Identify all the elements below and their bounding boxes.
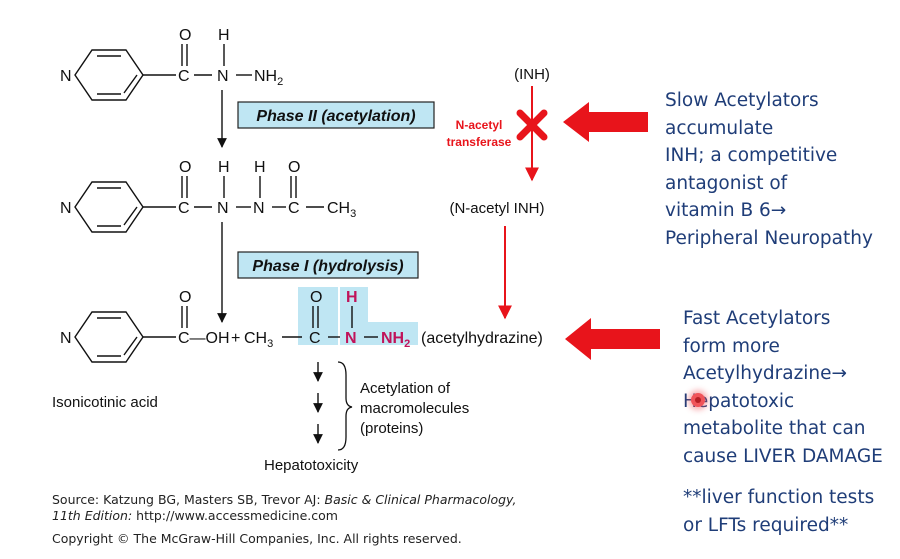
- isonicotinic-acid-label: Isonicotinic acid: [52, 394, 158, 411]
- methyl-2: CH3: [327, 200, 356, 220]
- acetylhydrazine-bonds: [282, 306, 378, 338]
- fast-note-line: Acetylhydrazine→: [683, 363, 848, 384]
- copyright: Copyright © The McGraw-Hill Companies, I…: [52, 531, 462, 546]
- oxygen-3a: O: [179, 289, 191, 306]
- slow-note-line: antagonist of: [665, 172, 788, 194]
- plus-sign: +: [231, 330, 240, 347]
- inh-structure: [74, 44, 252, 101]
- carbon-2b: C: [288, 200, 300, 217]
- block-x-icon: [516, 109, 548, 141]
- source-edition-line: 11th Edition: http://www.accessmedicine.…: [52, 508, 338, 523]
- slow-note-line: accumulate: [665, 117, 774, 139]
- slow-note-line: INH; a competitive: [665, 145, 838, 166]
- oxygen-1: O: [179, 27, 191, 44]
- ring-n-1: N: [60, 68, 72, 85]
- nh2-1: NH2: [254, 68, 283, 88]
- source-edition: 11th Edition:: [52, 508, 133, 523]
- phase2-label: Phase II (acetylation): [256, 108, 415, 125]
- acetylation-line-1: Acetylation of: [360, 380, 451, 397]
- highlight-nh2: [368, 322, 418, 345]
- lft-note-line: **liver function tests: [683, 487, 875, 508]
- fast-note-line: form more: [683, 335, 780, 357]
- mouse-pointer-icon: [691, 393, 705, 407]
- nitrogen-1: N: [217, 68, 229, 85]
- nh2-3: NH2: [381, 330, 410, 350]
- carboxyl-3: C—OH: [178, 330, 230, 347]
- nitrogen-2a: N: [217, 200, 229, 217]
- oxygen-2b: O: [288, 159, 300, 176]
- acetylhydrazine-label: (acetylhydrazine): [421, 330, 543, 347]
- source-prefix: Source: Katzung BG, Masters SB, Trevor A…: [52, 492, 325, 507]
- nitrogen-3: N: [345, 330, 357, 347]
- pyridine-ring-3: [74, 311, 144, 363]
- nitrogen-2b: N: [253, 200, 265, 217]
- slow-note-line: vitamin B 6→: [665, 200, 787, 221]
- fast-note-line: Fast Acetylators: [683, 308, 831, 329]
- acetylation-line-2: macromolecules: [360, 400, 469, 417]
- phase1-box: [237, 251, 419, 279]
- hepatotoxicity-label: Hepatotoxicity: [264, 457, 359, 474]
- phase1-label: Phase I (hydrolysis): [252, 258, 403, 275]
- slow-acetylators-note: Slow Acetylators accumulate INH; a compe…: [665, 87, 873, 252]
- oxygen-2a: O: [179, 159, 191, 176]
- source-url: http://www.accessmedicine.com: [132, 508, 338, 523]
- fast-note-line: cause LIVER DAMAGE: [683, 445, 883, 467]
- phase2-box: [237, 101, 435, 129]
- source-book: Basic & Clinical Pharmacology,: [324, 492, 517, 507]
- fast-note-line: Hepatotoxic: [683, 390, 795, 412]
- isonicotinic-acid-structure: [74, 306, 188, 363]
- n-acetyl-inh-structure: [74, 176, 324, 233]
- hydrogen-3: H: [346, 289, 358, 306]
- methyl-3: CH3: [244, 330, 273, 350]
- ring-n-3: N: [60, 330, 72, 347]
- hydrogen-2a: H: [218, 159, 230, 176]
- pyridine-ring-2: [74, 181, 144, 233]
- hydrogen-1: H: [218, 27, 230, 44]
- big-arrow-slow: [563, 102, 648, 142]
- lft-note-line: or LFTs required**: [683, 514, 849, 536]
- fast-note-line: metabolite that can: [683, 418, 866, 439]
- oxygen-3b: O: [310, 289, 322, 306]
- slow-note-line: Slow Acetylators: [665, 90, 819, 111]
- slow-note-line: Peripheral Neuropathy: [665, 227, 873, 249]
- lft-note: **liver function tests or LFTs required*…: [683, 484, 874, 539]
- ring-n-2: N: [60, 200, 72, 217]
- hydrogen-2b: H: [254, 159, 266, 176]
- carbon-3: C: [309, 330, 321, 347]
- enzyme-label-2: transferase: [447, 135, 512, 149]
- curly-brace: [337, 361, 353, 451]
- source-citation: Source: Katzung BG, Masters SB, Trevor A…: [52, 492, 516, 507]
- inh-label: (INH): [514, 66, 550, 83]
- fast-acetylators-note: Fast Acetylators form more Acetylhydrazi…: [683, 305, 883, 470]
- carbon-1: C: [178, 68, 190, 85]
- n-acetyl-inh-label: (N-acetyl INH): [449, 200, 544, 217]
- enzyme-label-1: N-acetyl: [456, 118, 503, 132]
- highlight-hydrazine: [340, 287, 368, 345]
- acetylation-line-3: (proteins): [360, 420, 423, 437]
- carbon-2a: C: [178, 200, 190, 217]
- big-arrow-fast: [565, 318, 660, 360]
- pyridine-ring-1: [74, 49, 144, 101]
